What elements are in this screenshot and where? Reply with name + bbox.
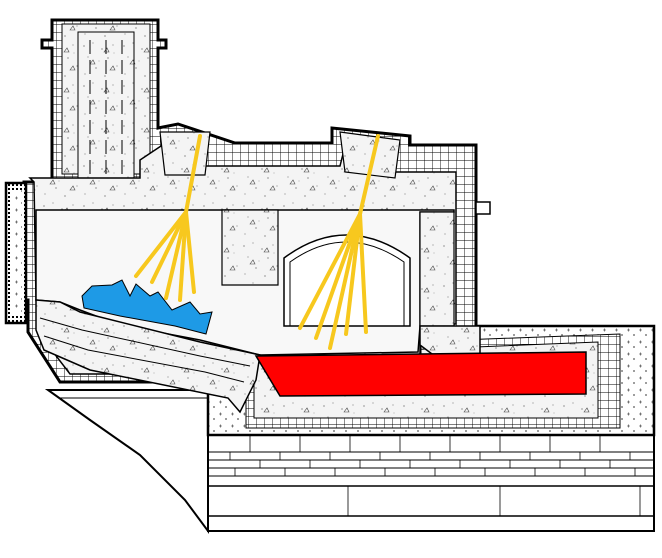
charge-pile [81, 279, 213, 335]
foundation-courses [207, 434, 655, 532]
right-inner-wall [419, 211, 455, 327]
central-pillar [221, 209, 279, 286]
right-burner-block [339, 131, 401, 179]
chamber-sloped-floor [35, 299, 261, 414]
left-burner-block [159, 131, 211, 176]
side-port [475, 201, 491, 215]
molten-bath [254, 351, 587, 397]
sloped-base [44, 389, 209, 535]
chimney-stack [61, 23, 151, 205]
left-burner-jets [134, 134, 202, 302]
right-burner-jets [298, 134, 380, 350]
